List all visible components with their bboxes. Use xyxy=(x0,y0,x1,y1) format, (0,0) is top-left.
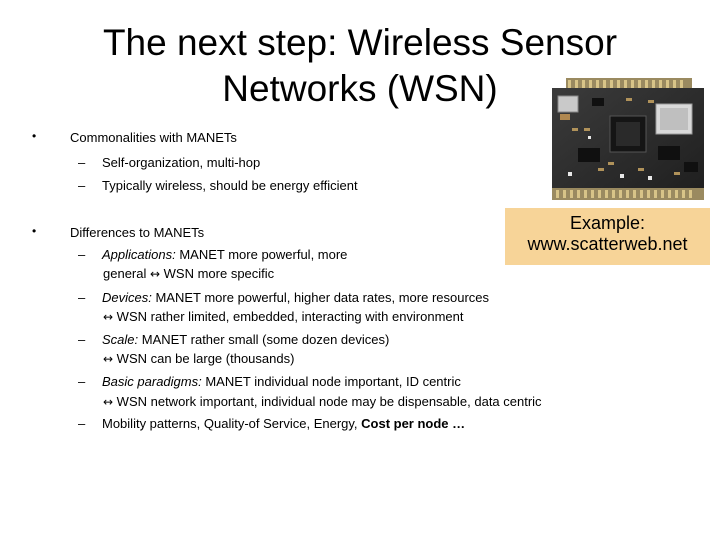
sub-item-basic-paradigms: – Basic paradigms: MANET individual node … xyxy=(78,374,461,389)
applications-label: Applications: xyxy=(102,247,176,262)
bullet-commonalities: Commonalities with MANETs xyxy=(70,130,237,145)
example-label: Example: xyxy=(569,213,646,233)
basic-paradigms-text: MANET individual node important, ID cent… xyxy=(201,374,461,389)
scale-cont-text: WSN can be large (thousands) xyxy=(113,351,295,366)
dash-marker: – xyxy=(78,332,86,347)
title-line-2: Networks (WSN) xyxy=(222,68,498,109)
dash-marker: – xyxy=(78,290,86,305)
dash-marker: – xyxy=(78,155,86,170)
sub-item-text: Typically wireless, should be energy eff… xyxy=(102,178,358,193)
cost-per-node-text: Cost per node … xyxy=(361,416,466,431)
sub-item-wireless: – Typically wireless, should be energy ef… xyxy=(78,178,358,193)
example-callout: Example: www.scatterweb.net xyxy=(505,208,710,265)
basic-paradigms-continuation: ↔ WSN network important, individual node… xyxy=(103,394,542,409)
devices-continuation: ↔ WSN rather limited, embedded, interact… xyxy=(103,309,464,324)
dash-marker: – xyxy=(78,416,86,431)
applications-prefix: general xyxy=(103,266,150,281)
mobility-text: Mobility patterns, Quality-of Service, E… xyxy=(102,416,362,431)
basic-paradigms-label: Basic paradigms: xyxy=(102,374,202,389)
bullet-differences: Differences to MANETs xyxy=(70,225,205,240)
bidirectional-arrow-icon: ↔ xyxy=(103,395,114,409)
applications-text: MANET more powerful, more xyxy=(175,247,348,262)
devices-label: Devices: xyxy=(102,290,152,305)
dash-marker: – xyxy=(78,374,86,389)
slide-title: The next step: Wireless Sensor Networks … xyxy=(40,20,680,112)
title-line-1: The next step: Wireless Sensor xyxy=(102,22,618,63)
example-url[interactable]: www.scatterweb.net xyxy=(527,234,688,254)
scale-label: Scale: xyxy=(102,332,139,347)
scale-continuation: ↔ WSN can be large (thousands) xyxy=(103,351,294,366)
sub-item-scale: – Scale: MANET rather small (some dozen d… xyxy=(78,332,389,347)
bidirectional-arrow-icon: ↔ xyxy=(103,310,114,324)
applications-cont-text: WSN more specific xyxy=(160,266,275,281)
bidirectional-arrow-icon: ↔ xyxy=(149,267,161,281)
sub-item-self-organization: – Self-organization, multi-hop xyxy=(78,155,260,170)
sub-item-applications: – Applications: MANET more powerful, more xyxy=(78,247,347,262)
dash-marker: – xyxy=(78,247,86,262)
sub-item-text: Self-organization, multi-hop xyxy=(102,155,261,170)
scale-text: MANET rather small (some dozen devices) xyxy=(138,332,390,347)
dash-marker: – xyxy=(78,178,86,193)
bidirectional-arrow-icon: ↔ xyxy=(103,352,114,366)
devices-text: MANET more powerful, higher data rates, … xyxy=(151,290,490,305)
basic-paradigms-cont-text: WSN network important, individual node m… xyxy=(113,394,542,409)
applications-continuation: general ↔ WSN more specific xyxy=(103,266,274,281)
sub-item-mobility: – Mobility patterns, Quality-of Service, … xyxy=(78,416,465,431)
devices-cont-text: WSN rather limited, embedded, interactin… xyxy=(113,309,464,324)
bullet-marker: • xyxy=(32,129,37,143)
sub-item-devices: – Devices: MANET more powerful, higher da… xyxy=(78,290,489,305)
bullet-marker: • xyxy=(32,224,37,238)
sensor-board-photo xyxy=(552,78,704,200)
